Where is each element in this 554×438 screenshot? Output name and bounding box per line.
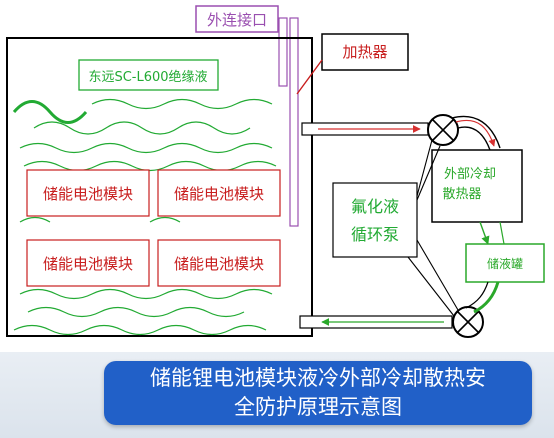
coolant-wave: [91, 98, 273, 110]
external-port-pipe-a: [278, 17, 288, 87]
heater: 加热器: [296, 33, 409, 95]
valve-top: [427, 114, 459, 146]
diagram-caption: 储能锂电池模块液冷外部冷却散热安 全防护原理示意图: [104, 361, 532, 425]
caption-line-2: 全防护原理示意图: [234, 395, 402, 419]
battery-module-box: [157, 169, 281, 217]
storage-tank-label: 储液罐: [487, 256, 523, 271]
coolant-wave: [23, 160, 277, 172]
battery-module: 储能电池模块: [157, 169, 281, 217]
coolant-wave: [27, 306, 245, 318]
battery-module-label: 储能电池模块: [43, 185, 133, 203]
coolant-wave-thick: [12, 100, 88, 124]
battery-module: 储能电池模块: [26, 239, 150, 287]
circulation-pump: 氟化液 循环泵: [332, 182, 418, 258]
pipe-tank-to-valve: [465, 281, 500, 314]
storage-tank-box: [465, 243, 545, 283]
battery-module-label: 储能电池模块: [174, 255, 264, 273]
circulation-pump-label-1: 氟化液: [351, 197, 399, 216]
battery-module-box: [26, 169, 150, 217]
heater-leader: [296, 59, 323, 95]
pipe-cooler-to-tank: [479, 221, 505, 245]
cooling-diagram: 外连接口 加热器 东远SC-L600绝缘液 储能电池模块 储能电池模块: [6, 5, 545, 338]
external-cooler: 外部冷却 散热器: [431, 149, 523, 223]
circulation-pump-box: [332, 182, 418, 258]
external-port-label: 外连接口: [207, 11, 267, 29]
external-port-box: [195, 5, 279, 33]
coolant-wave: [19, 216, 51, 223]
battery-module-label: 储能电池模块: [174, 185, 264, 203]
coolant-wave: [19, 142, 273, 154]
coolant-wave: [149, 216, 181, 223]
circulation-pump-label-2: 循环泵: [351, 225, 399, 244]
battery-tank-frame: [6, 37, 313, 337]
storage-tank: 储液罐: [465, 243, 545, 283]
valve-bottom: [452, 306, 484, 338]
pipe-valve-to-cooler: [451, 115, 501, 151]
external-port-pipe-b: [289, 17, 299, 227]
battery-module-label: 储能电池模块: [43, 255, 133, 273]
external-cooler-label-2: 散热器: [442, 187, 481, 202]
coolant-label: 东远SC-L600绝缘液: [88, 69, 207, 85]
coolant-wave: [33, 121, 251, 135]
external-cooler-label-1: 外部冷却: [444, 167, 496, 182]
battery-module: 储能电池模块: [157, 239, 281, 287]
coolant-label-box: [78, 59, 219, 91]
coolant-wave: [13, 324, 267, 336]
heater-box: [321, 33, 409, 71]
battery-module-box: [157, 239, 281, 287]
return-pipe: [299, 315, 453, 329]
coolant-waves: [12, 98, 277, 336]
external-cooler-box: [431, 149, 523, 223]
coolant-wave: [19, 288, 273, 300]
outlet-pipe: [301, 122, 429, 136]
pump-connections: [407, 139, 459, 317]
caption-line-1: 储能锂电池模块液冷外部冷却散热安: [150, 366, 486, 390]
heater-label: 加热器: [342, 43, 387, 61]
coolant-label-group: 东远SC-L600绝缘液: [78, 59, 219, 91]
battery-module-box: [26, 239, 150, 287]
external-port: 外连接口: [195, 5, 299, 227]
battery-module: 储能电池模块: [26, 169, 150, 217]
